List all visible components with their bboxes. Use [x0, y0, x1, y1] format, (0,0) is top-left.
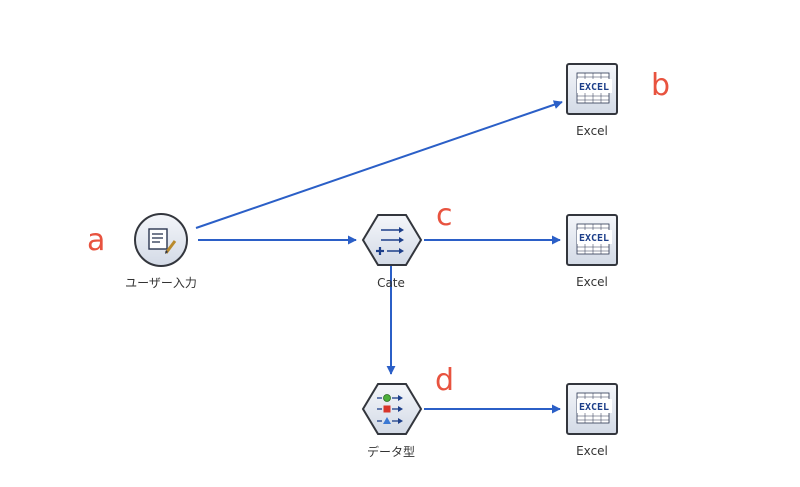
excel-b-label: Excel	[576, 124, 608, 138]
svg-text:EXCEL: EXCEL	[579, 233, 609, 244]
excel-d-label: Excel	[576, 444, 608, 458]
node-excel-b[interactable]: EXCEL Excel	[566, 63, 618, 138]
annotation-a: a	[87, 223, 105, 258]
excel-export-icon: EXCEL	[566, 214, 618, 266]
derive-node-icon	[361, 214, 423, 266]
user-input-node-icon	[134, 213, 188, 267]
annotation-c: c	[436, 198, 453, 233]
data-type-label: データ型	[367, 444, 415, 459]
excel-c-label: Excel	[576, 275, 608, 289]
node-data-type[interactable]: データ型	[361, 383, 423, 459]
svg-text:EXCEL: EXCEL	[579, 82, 609, 93]
type-node-icon	[361, 383, 423, 435]
connections	[195, 100, 563, 414]
user-input-label: ユーザー入力	[125, 276, 197, 290]
excel-export-icon: EXCEL	[566, 63, 618, 115]
excel-export-icon: EXCEL	[566, 383, 618, 435]
svg-text:EXCEL: EXCEL	[579, 402, 609, 413]
cate-label: Cate	[377, 276, 405, 290]
annotation-d: d	[435, 363, 454, 398]
edge-user-input-to-excel-b[interactable]	[195, 100, 563, 229]
node-user-input[interactable]: ユーザー入力	[125, 213, 197, 290]
annotation-b: b	[651, 68, 670, 103]
node-excel-c[interactable]: EXCEL Excel	[566, 214, 618, 289]
node-cate[interactable]: Cate	[361, 214, 423, 290]
node-excel-d[interactable]: EXCEL Excel	[566, 383, 618, 458]
